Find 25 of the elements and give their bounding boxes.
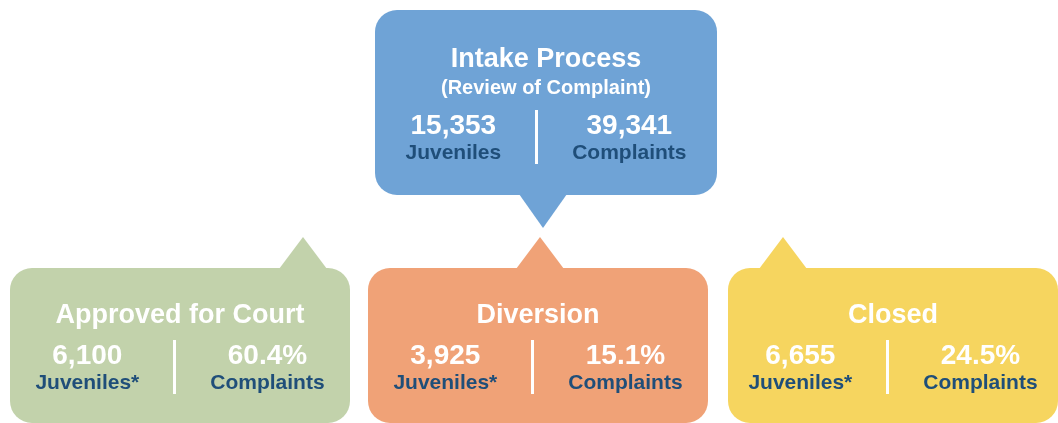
- stat-value: 15,353: [410, 109, 497, 140]
- stat-label: Juveniles: [405, 139, 502, 164]
- heading: Intake Process: [450, 41, 642, 74]
- stat-label: Complaints: [923, 369, 1038, 394]
- speech-bubble: [10, 237, 350, 423]
- stat-value: 6,655: [765, 339, 836, 370]
- speech-bubble: [375, 10, 717, 228]
- stat-label: Complaints: [572, 139, 687, 164]
- speech-bubble: [728, 237, 1058, 423]
- stat-label: Complaints: [210, 369, 325, 394]
- stat-label: Juveniles*: [35, 369, 140, 394]
- stat-value: 24.5%: [940, 339, 1021, 370]
- stat-value: 15.1%: [585, 339, 666, 370]
- stat-value: 6,100: [52, 339, 123, 370]
- stat-label: Complaints: [568, 369, 683, 394]
- stat-value: 60.4%: [227, 339, 308, 370]
- stat-value: 3,925: [410, 339, 481, 370]
- speech-bubble: [368, 237, 708, 423]
- stat-value: 39,341: [586, 109, 673, 140]
- subheading: (Review of Complaint): [441, 74, 651, 100]
- stat-label: Juveniles*: [748, 369, 853, 394]
- heading: Diversion: [476, 297, 600, 330]
- heading: Closed: [848, 297, 938, 330]
- heading: Approved for Court: [55, 297, 305, 330]
- stat-label: Juveniles*: [393, 369, 498, 394]
